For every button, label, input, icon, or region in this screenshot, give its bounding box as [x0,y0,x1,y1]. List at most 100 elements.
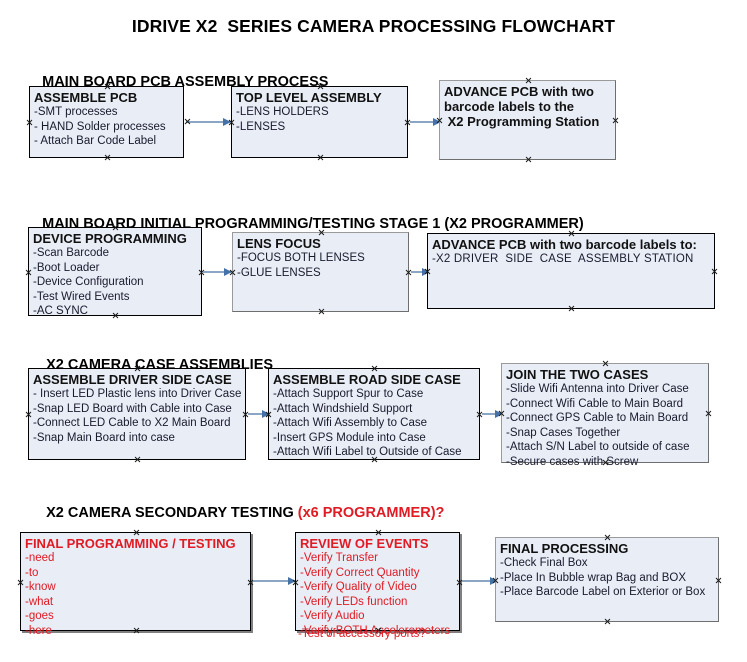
box-line: -here [25,624,52,637]
box-line: -Attach Wifi Label to Outside of Case [273,446,462,458]
arrowhead-icon [262,410,270,418]
box-line: -GLUE LENSES [237,266,321,279]
box-title: ASSEMBLE DRIVER SIDE CASE [33,372,232,387]
box-line: -what [25,595,54,608]
connector-top-level-to-advance-pcb [410,118,441,126]
box-title: ADVANCE PCB with two [444,84,594,99]
box-line: -Insert GPS Module into Case [273,431,426,444]
box-title: FINAL PROCESSING [500,541,629,556]
box-content: DEVICE PROGRAMMING -Scan Barcode -Boot L… [29,228,201,319]
box-final-programming-testing[interactable]: FINAL PROGRAMMING / TESTING -need -to -k… [20,532,251,637]
connector-handle-bottom[interactable] [134,456,141,463]
box-advance-pcb-to-programming-station[interactable]: ADVANCE PCB with two barcode labels to t… [439,80,616,160]
arrowhead-icon [288,577,296,585]
arrowhead-icon [490,577,498,585]
box-title: FINAL PROGRAMMING / TESTING [25,536,236,551]
connector-handle-bottom[interactable] [104,154,111,161]
box-line: -SMT processes [34,106,118,118]
section-heading-accent: (x6 PROGRAMMER)? [297,505,445,521]
box-content: ASSEMBLE ROAD SIDE CASE -Attach Support … [269,369,479,460]
box-line: -Attach Windshield Support [273,402,413,415]
box-line: -Connect LED Cable to X2 Main Board [33,417,231,429]
box-assemble-road-side-case[interactable]: ASSEMBLE ROAD SIDE CASE -Attach Support … [268,368,480,460]
connector-handle-bottom[interactable] [568,305,575,312]
box-line: -Verify Correct Quantity [300,566,420,579]
box-line: -Connect GPS Cable to Main Board [506,412,689,424]
box-line: -Snap Main Board into case [33,431,175,444]
box-line: -Scan Barcode [33,247,110,259]
box-line: - Insert LED Plastic lens into Driver Ca… [33,388,242,400]
box-line: -AC SYNC [33,305,88,317]
box-line: -Boot Loader [33,261,100,274]
box-top-level-assembly[interactable]: TOP LEVEL ASSEMBLY -LENS HOLDERS -LENSES [231,86,408,158]
box-line: - Attach Bar Code Label [34,135,157,147]
box-line: -Attach Support Spur to Case [273,388,424,400]
connector-road-case-to-join-cases [482,410,503,418]
connector-handle-bottom[interactable] [525,156,532,163]
box-join-the-two-cases[interactable]: JOIN THE TWO CASES -Slide Wifi Antenna i… [501,363,709,468]
box-content: FINAL PROGRAMMING / TESTING -need -to -k… [21,533,250,638]
arrowhead-icon [433,118,441,126]
box-content: ADVANCE PCB with two barcode labels to t… [440,81,615,129]
box-review-of-events[interactable]: REVIEW OF EVENTS -Verify Transfer -Verif… [295,532,460,637]
arrowhead-icon [223,118,231,126]
box-line: -Verify BOTH Accelerometers [300,624,451,637]
arrowhead-icon [224,268,232,276]
review-of-events-overflow-line: -Test of accessory ports? [298,628,426,640]
box-line: - HAND Solder processes [34,120,166,133]
section-heading-text: X2 CAMERA SECONDARY TESTING [46,505,298,521]
box-title: ASSEMBLE PCB [34,90,138,105]
connector-driver-case-to-road-case [248,410,270,418]
box-content: ASSEMBLE DRIVER SIDE CASE - Insert LED P… [29,369,245,445]
box-assemble-driver-side-case[interactable]: ASSEMBLE DRIVER SIDE CASE - Insert LED P… [28,368,246,460]
connector-handle-bottom[interactable] [604,618,611,625]
box-line: -Snap Cases Together [506,426,621,439]
connector-final-programming-to-review-of-events [253,577,296,585]
box-title-line3: X2 Programming Station [444,114,600,129]
box-line: -Verify Quality of Video [300,581,417,593]
box-line: -Slide Wifi Antenna into Driver Case [506,383,689,395]
box-line: -Attach S/N Label to outside of case [506,441,690,453]
box-content: JOIN THE TWO CASES -Slide Wifi Antenna i… [502,364,708,469]
box-advance-pcb-to-driver-side-case[interactable]: ADVANCE PCB with two barcode labels to: … [427,233,715,309]
box-assemble-pcb[interactable]: ASSEMBLE PCB -SMT processes - HAND Solde… [29,86,184,158]
box-line: -Check Final Box [500,557,588,569]
page-title: IDRIVE X2 SERIES CAMERA PROCESSING FLOWC… [131,16,616,36]
box-lens-focus[interactable]: LENS FOCUS -FOCUS BOTH LENSES -GLUE LENS… [232,232,409,312]
box-content: TOP LEVEL ASSEMBLY -LENS HOLDERS -LENSES [232,87,407,134]
connector-assemble-pcb-to-top-level [186,118,231,126]
box-content: LENS FOCUS -FOCUS BOTH LENSES -GLUE LENS… [233,233,408,280]
box-title: ASSEMBLE ROAD SIDE CASE [273,372,461,387]
box-title: LENS FOCUS [237,236,321,251]
connector-handle-bottom[interactable] [317,154,324,161]
box-content: REVIEW OF EVENTS -Verify Transfer -Verif… [296,533,459,638]
connector-handle-bottom[interactable] [318,308,325,315]
box-device-programming[interactable]: DEVICE PROGRAMMING -Scan Barcode -Boot L… [28,227,202,319]
box-line: -FOCUS BOTH LENSES [237,252,365,264]
box-line: -know [25,581,56,593]
box-content: ASSEMBLE PCB -SMT processes - HAND Solde… [30,87,183,149]
box-title: TOP LEVEL ASSEMBLY [236,90,382,105]
section-heading-x2-camera-secondary-testing: X2 CAMERA SECONDARY TESTING (x6 PROGRAMM… [30,489,444,537]
box-line: -X2 DRIVER SIDE CASE ASSEMBLY STATION [432,253,694,265]
box-line: -Test Wired Events [33,290,130,303]
box-content: ADVANCE PCB with two barcode labels to: … [428,234,714,267]
box-line: -Snap LED Board with Cable into Case [33,402,232,415]
box-line: -Verify Audio [300,610,365,622]
box-final-processing[interactable]: FINAL PROCESSING -Check Final Box -Place… [495,537,719,622]
arrowhead-icon [495,410,503,418]
box-line: -Device Configuration [33,276,144,288]
connector-lens-focus-to-advance-pcb [411,268,430,276]
box-line: -Place In Bubble wrap Bag and BOX [500,571,687,584]
connector-device-programming-to-lens-focus [203,268,232,276]
box-line: -goes [25,610,54,622]
connector-review-of-events-to-final-processing [462,577,498,585]
box-line: -Verify LEDs function [300,595,408,608]
box-line: -LENSES [236,120,286,133]
box-line: -need [25,552,55,564]
box-title: REVIEW OF EVENTS [300,536,429,551]
arrowhead-icon [422,268,430,276]
connector-handle-right[interactable] [711,268,718,275]
box-line: -Verify Transfer [300,552,378,564]
